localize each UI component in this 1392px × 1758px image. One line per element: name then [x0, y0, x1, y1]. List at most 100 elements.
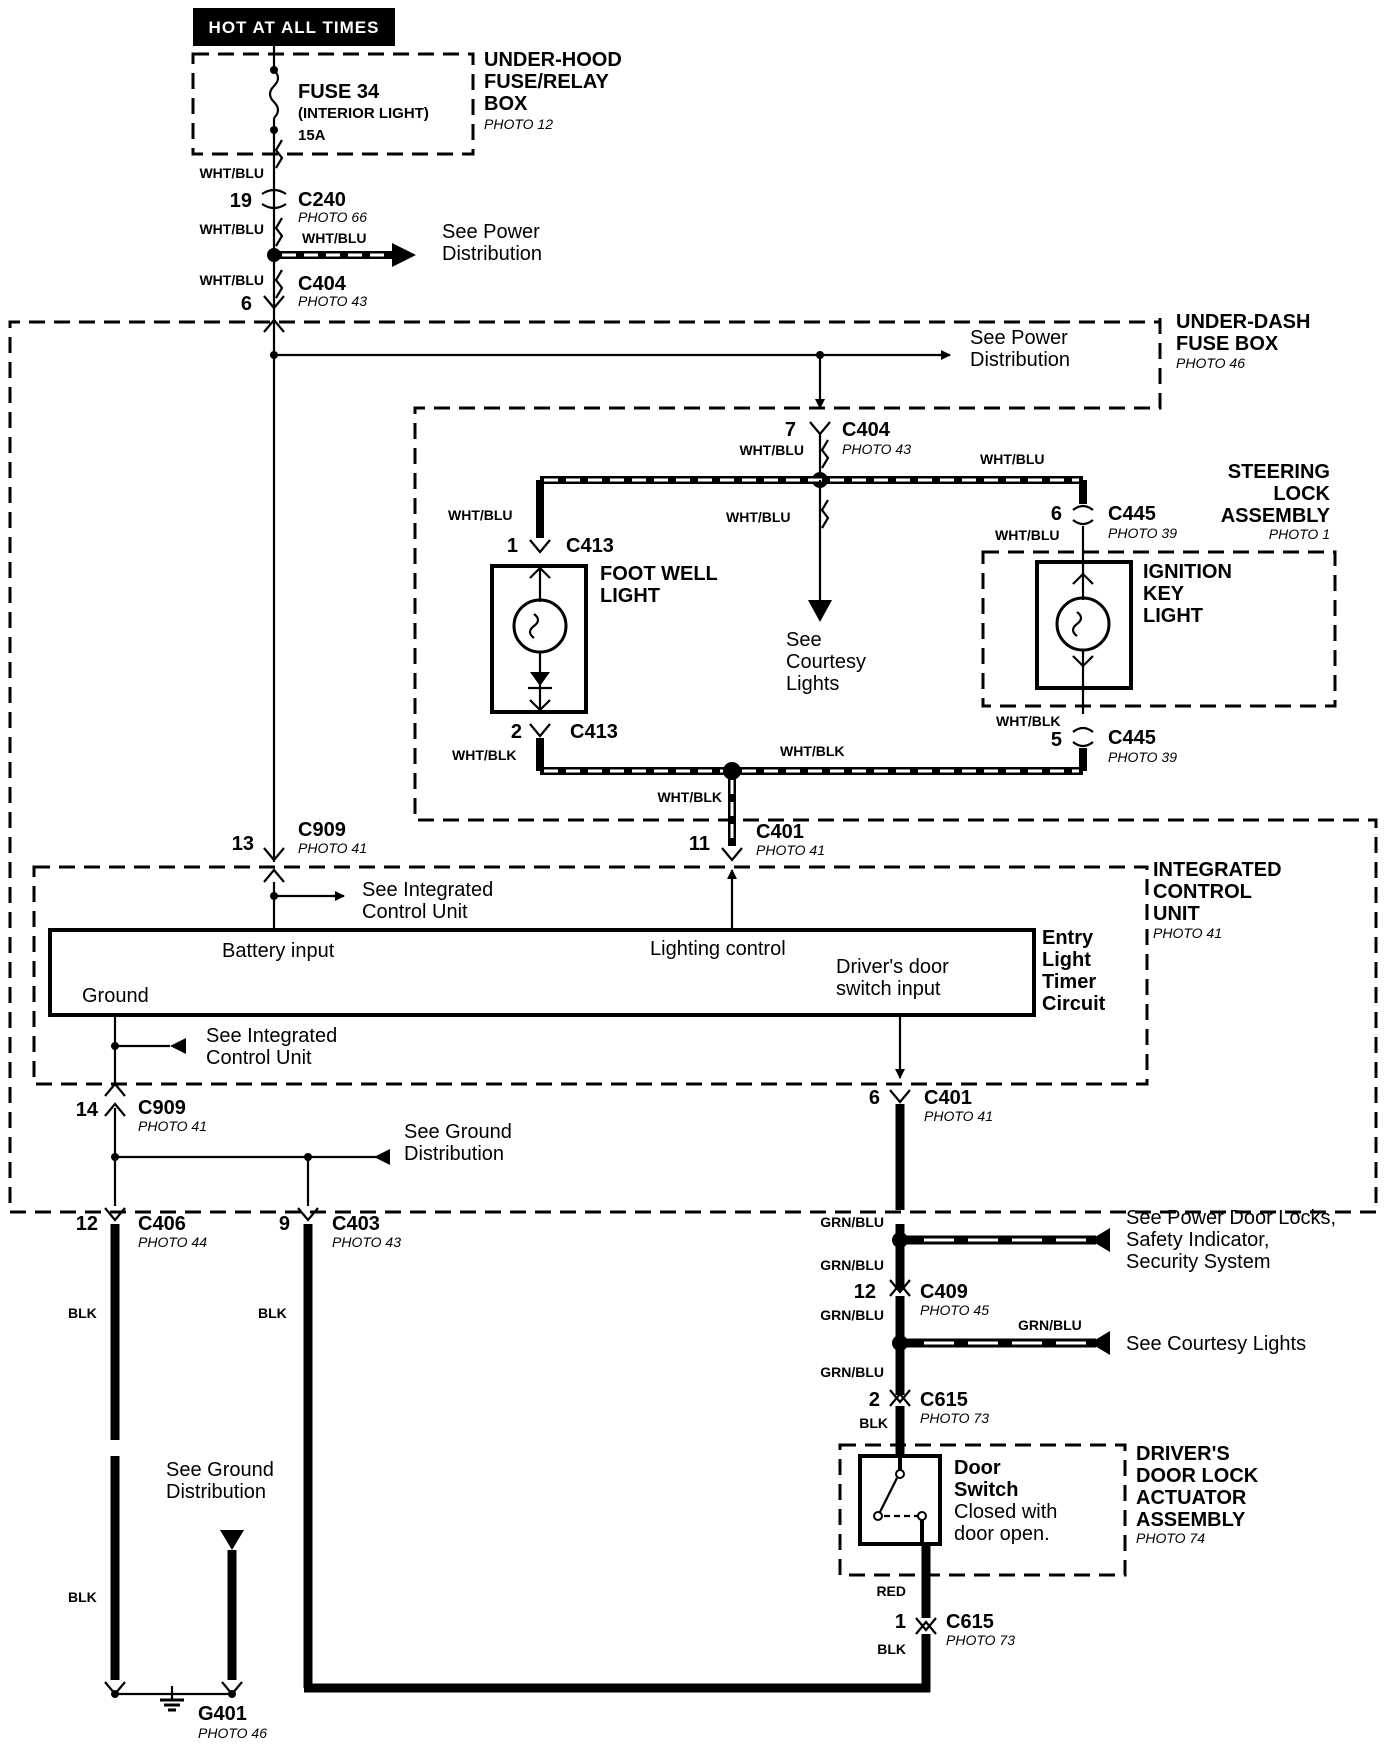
c404-7-photo: PHOTO 43 — [842, 441, 911, 457]
ref-courtesy-lights: See Courtesy Lights — [1126, 1333, 1306, 1355]
wire-label: GRN/BLU — [1018, 1317, 1082, 1333]
wire-label: BLK — [258, 1305, 287, 1321]
underhood-photo: PHOTO 12 — [484, 116, 553, 132]
c409-connector — [889, 1279, 911, 1294]
driver-door-input-label-2: switch input — [836, 978, 941, 1000]
wire-label: WHT/BLU — [980, 451, 1045, 467]
arrow-left-icon — [374, 1149, 390, 1165]
ground-label: Ground — [82, 985, 149, 1007]
underdash-photo: PHOTO 46 — [1176, 355, 1245, 371]
actuator-title-1: DRIVER'S — [1136, 1443, 1230, 1465]
ref-courtesy-1: See — [786, 629, 822, 651]
ref-courtesy-2: Courtesy — [786, 651, 866, 673]
footwell-title-2: LIGHT — [600, 585, 660, 607]
c445-5-connector — [1072, 726, 1094, 748]
arrow-left-icon — [1090, 1331, 1110, 1355]
c909-14-name: C909 — [138, 1097, 186, 1119]
c445-6-name: C445 — [1108, 503, 1156, 525]
wire-label: BLK — [877, 1641, 906, 1657]
ref-courtesy-3: Lights — [786, 673, 839, 695]
svg-text:HOT AT ALL TIMES: HOT AT ALL TIMES — [209, 18, 380, 37]
bulb-icon — [512, 598, 568, 654]
hot-at-all-times-label: HOT AT ALL TIMES — [193, 8, 395, 46]
lighting-control-label: Lighting control — [650, 938, 786, 960]
steering-photo: PHOTO 1 — [1269, 526, 1330, 542]
ref-icu-2b: Control Unit — [206, 1047, 312, 1069]
fuse-rating: 15A — [298, 127, 326, 144]
door-switch-desc-1: Closed with — [954, 1501, 1057, 1523]
c404-photo: PHOTO 43 — [298, 293, 367, 309]
wire-label: GRN/BLU — [820, 1364, 884, 1380]
timer-title-2: Light — [1042, 949, 1091, 971]
door-switch — [858, 1454, 942, 1546]
wire-label: BLK — [68, 1589, 97, 1605]
ref-power-dist-2: See Power — [970, 327, 1068, 349]
door-switch-title-2: Switch — [954, 1479, 1018, 1501]
c909-14-pin: 14 — [76, 1099, 99, 1121]
fuse-desc: (INTERIOR LIGHT) — [298, 105, 429, 122]
ref-ground-2b: Distribution — [166, 1481, 266, 1503]
c909-13-name: C909 — [298, 819, 346, 841]
c404-pin: 6 — [241, 293, 252, 315]
timer-title-1: Entry — [1042, 927, 1094, 949]
ref-power-dist-1b: Distribution — [442, 243, 542, 265]
wire-label: GRN/BLU — [820, 1307, 884, 1323]
wire-label: WHT/BLU — [448, 507, 513, 523]
wire-label: WHT/BLU — [302, 230, 367, 246]
c240-connector — [261, 188, 287, 210]
ref-power-dist-1: See Power — [442, 221, 540, 243]
c445-5-photo: PHOTO 39 — [1108, 749, 1177, 765]
entry-light-timer-circuit — [48, 928, 1036, 1017]
c401-11-connector — [721, 847, 743, 862]
c401-6-pin: 6 — [869, 1087, 880, 1109]
footwell-title-1: FOOT WELL — [600, 563, 718, 585]
arrow-down-icon — [808, 600, 832, 622]
c404-name: C404 — [298, 273, 347, 295]
c409-name: C409 — [920, 1281, 968, 1303]
c403-photo: PHOTO 43 — [332, 1234, 401, 1250]
c909-13-photo: PHOTO 41 — [298, 840, 367, 856]
ref-icu-1b: Control Unit — [362, 901, 468, 923]
wire-label: WHT/BLK — [657, 789, 722, 805]
ignition-title-2: KEY — [1143, 583, 1185, 605]
bulb-icon — [1055, 596, 1111, 652]
c413-1-name: C413 — [566, 535, 614, 557]
c401-6-photo: PHOTO 41 — [924, 1108, 993, 1124]
c406-photo: PHOTO 44 — [138, 1234, 207, 1250]
c615-1-connector — [915, 1617, 937, 1632]
switch-contact — [879, 1477, 898, 1513]
timer-title-3: Timer — [1042, 971, 1096, 993]
c413-2-name: C413 — [570, 721, 618, 743]
wire-label: WHT/BLU — [199, 165, 264, 181]
underhood-title-3: BOX — [484, 93, 528, 115]
c909-14-photo: PHOTO 41 — [138, 1118, 207, 1134]
actuator-title-4: ASSEMBLY — [1136, 1509, 1246, 1531]
c403-connector — [297, 1207, 319, 1222]
ref-power-dist-2b: Distribution — [970, 349, 1070, 371]
timer-title-4: Circuit — [1042, 993, 1106, 1015]
c413-1-pin: 1 — [507, 535, 518, 557]
underhood-title-1: UNDER-HOOD — [484, 49, 622, 71]
wire-label: WHT/BLU — [995, 527, 1060, 543]
steering-title-1: STEERING — [1228, 461, 1330, 483]
c615-1-pin: 1 — [895, 1611, 906, 1633]
c413-2-connector — [529, 723, 551, 738]
c445-5-pin: 5 — [1051, 729, 1062, 751]
ref-ground-1b: Distribution — [404, 1143, 504, 1165]
c403-name: C403 — [332, 1213, 380, 1235]
c401-11-pin: 11 — [689, 833, 710, 855]
fuse-34 — [268, 46, 280, 134]
c445-6-pin: 6 — [1051, 503, 1062, 525]
ref-door-locks-3: Security System — [1126, 1251, 1270, 1273]
c240-pin: 19 — [230, 190, 252, 212]
wire-label: BLK — [859, 1415, 888, 1431]
wire-label: WHT/BLU — [739, 442, 804, 458]
c445-6-connector — [1072, 504, 1094, 526]
c445-6-photo: PHOTO 39 — [1108, 525, 1177, 541]
door-switch-desc-2: door open. — [954, 1523, 1050, 1545]
icu-photo: PHOTO 41 — [1153, 925, 1222, 941]
c240-photo: PHOTO 66 — [298, 209, 367, 225]
wire-label: WHT/BLU — [199, 221, 264, 237]
wire-label: WHT/BLU — [726, 509, 791, 525]
